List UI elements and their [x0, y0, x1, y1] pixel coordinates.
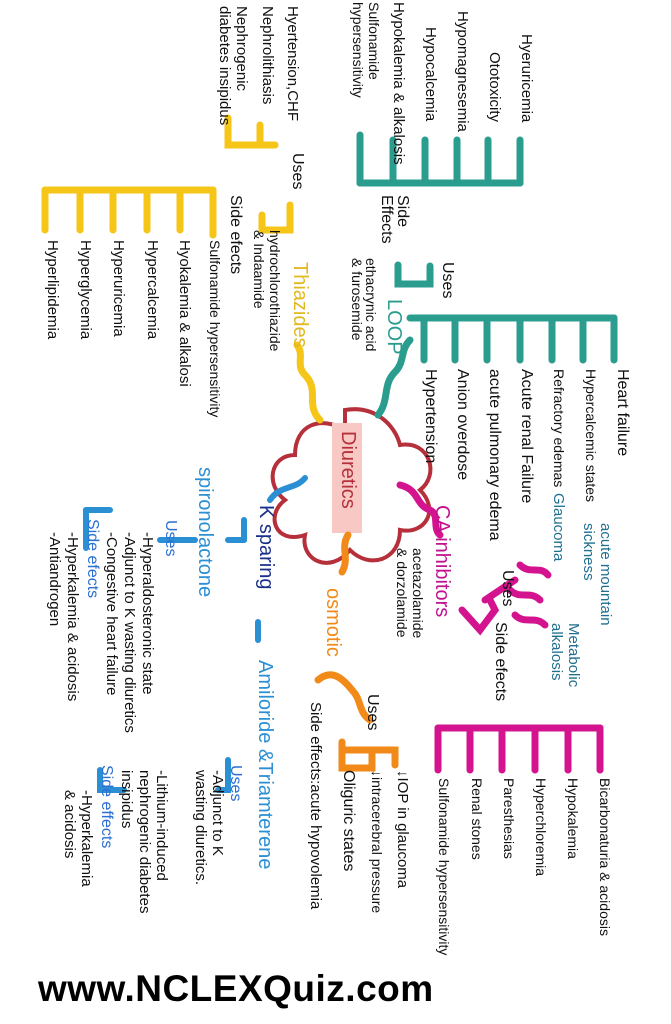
amiloride-use-item: -Lithium-induced nephrogenic diabetes in… — [118, 770, 171, 914]
osmotic-uses-label: Uses — [364, 694, 381, 731]
thiazides-branch — [41, 114, 324, 424]
amiloride-side-effects-label: Side effects — [98, 765, 115, 849]
thiazides-side-effect-item: Hyokalemia & alkalosi — [176, 240, 193, 387]
amiloride-uses-label: Uses — [227, 765, 244, 802]
ca-drugs-text: acetazolamide & dorzolamide — [393, 548, 426, 639]
loop-side-effect-item: Sulfonamide hypersensitivity — [350, 2, 382, 98]
spironolactone-use-item: -Adjunct to K wasting diuretics — [121, 532, 138, 733]
loop-drugs: ethacrynic acid & furosemide — [349, 258, 379, 352]
loop-side-effect-item: Hyeruricemia — [518, 34, 535, 123]
ca-use-text: acute mountain sickness — [579, 523, 614, 626]
thiazides-side-effects-label: Side efects — [227, 195, 244, 275]
spironolactone-use-item: -Congestive heart failure — [103, 532, 120, 696]
ca-side-effects-label: Side efects — [492, 622, 509, 702]
thiazides-use-item: Hyertension,CHF — [284, 6, 301, 122]
ca-use-item: Glaucoma — [550, 493, 567, 562]
thiazides-use-text: Nephrogenic diabetes insipidus — [215, 6, 250, 126]
ca-branch — [396, 481, 604, 774]
loop-side-effects-label: Side Effects — [378, 195, 411, 244]
ca-title: CA inhibitors — [431, 505, 453, 618]
loop-use-item: Hypertension — [422, 369, 439, 464]
osmotic-use-item: Oliguric states — [340, 770, 357, 872]
ca-side-effect-item: Paresthesias — [501, 778, 517, 859]
spironolactone-use-item: -Hyperaldosteronic state — [139, 532, 156, 695]
ca-use-item: acute mountain sickness — [579, 523, 614, 626]
amiloride-side-effect-text: -Hyperkalemia & acidosis — [60, 790, 95, 887]
ca-use-item: Metabolic alkalosis — [547, 623, 582, 688]
loop-use-item: Refractory edemas — [551, 369, 567, 488]
amiloride-use-text: -Adjunct to K wasting diuretics. — [191, 770, 226, 886]
spironolactone-side-effects-label: Side efects — [84, 519, 101, 599]
loop-branch — [356, 131, 618, 419]
thiazides-side-effect-item: Hyperglycemia — [77, 240, 94, 340]
thiazides-uses-label: Uses — [289, 153, 306, 190]
ksparing-branch — [83, 475, 308, 793]
osmotic-title: osmotic — [322, 588, 344, 657]
ca-use-text: Metabolic alkalosis — [547, 623, 582, 688]
loop-side-effect-item: Ototoxicity — [486, 52, 503, 123]
thiazides-drugs: hydrochlorothiazide & Indaamide — [251, 230, 283, 351]
thiazides-side-effect-item: Hyperlipidemia — [44, 240, 61, 340]
osmotic-side-effects: Side effects:acute hypovolemia — [307, 702, 324, 910]
loop-use-item: Hypercalcemic states — [583, 369, 599, 503]
thiazides-use-item: Nephrolithiasis — [259, 6, 276, 105]
ca-side-effect-item: Hypokalemia — [565, 778, 581, 859]
thiazides-title: Thiazides — [289, 262, 311, 348]
loop-drugs-text: ethacrynic acid & furosemide — [349, 258, 379, 352]
thiazides-side-effect-item: Hyperuricemia — [110, 240, 127, 337]
thiazides-use-item: Nephrogenic diabetes insipidus — [215, 6, 250, 126]
amiloride-side-effect-item: -Hyperkalemia & acidosis — [60, 790, 95, 887]
loop-use-item: Heart failure — [614, 369, 631, 457]
spironolactone-title: spironolactone — [194, 467, 216, 598]
loop-side-effect-item: Hypomagnesemia — [454, 11, 471, 132]
loop-side-effect-text: Sulfonamide hypersensitivity — [349, 2, 382, 98]
amiloride-use-item: -Adjunct to K wasting diuretics. — [191, 770, 226, 886]
thiazides-side-effect-item: Sulfonamide hypersensitivity — [207, 240, 223, 418]
osmotic-use-item: ↓intracerebral pressure — [369, 770, 385, 914]
thiazides-side-effect-item: Hypercalcemia — [144, 240, 161, 340]
loop-title: LOOP — [383, 299, 405, 355]
loop-use-item: acute pulmonary edema — [486, 369, 503, 541]
loop-use-item: Acute renal Failure — [518, 369, 535, 504]
thiazides-drugs-text: hydrochlorothiazide & Indaamide — [250, 230, 283, 352]
spironolactone-side-effect-item: -Antiandrogen — [46, 532, 63, 627]
loop-side-effect-item: Hypocalcemia — [422, 27, 439, 122]
ca-uses-label: Uses — [499, 570, 516, 607]
ca-side-effect-item: Sulfonamide hypersensitivity — [436, 778, 452, 956]
spironolactone-side-effect-item: -Hyperkalemia & acidosis — [64, 532, 81, 702]
loop-uses-label: Uses — [439, 262, 456, 299]
spironolactone-uses-label: Uses — [162, 520, 179, 557]
loop-side-effects-label-text: Side Effects — [378, 195, 411, 244]
loop-use-item: Anion overdose — [454, 369, 471, 481]
site-url: www.NCLEXQuiz.com — [38, 968, 434, 1009]
amiloride-use-text: -Lithium-induced nephrogenic diabetes in… — [118, 770, 171, 914]
center-title: Diuretics — [337, 431, 359, 509]
ca-side-effect-item: Renal stones — [469, 778, 485, 860]
ksparing-title: K sparing — [255, 505, 277, 590]
center-highlight — [332, 423, 362, 533]
amiloride-title: Amiloride &Triamterene — [254, 660, 276, 870]
ca-drugs: acetazolamide & dorzolamide — [394, 548, 426, 638]
ca-side-effect-item: Hyperchloremia — [533, 778, 549, 877]
osmotic-use-item: ↓IOP in glaucoma — [394, 770, 411, 889]
ca-side-effect-item: Bicarbonaturia & acidosis — [597, 778, 613, 936]
osmotic-branch — [314, 531, 399, 772]
loop-side-effect-item: Hypokalemia & alkalosis — [390, 2, 407, 165]
